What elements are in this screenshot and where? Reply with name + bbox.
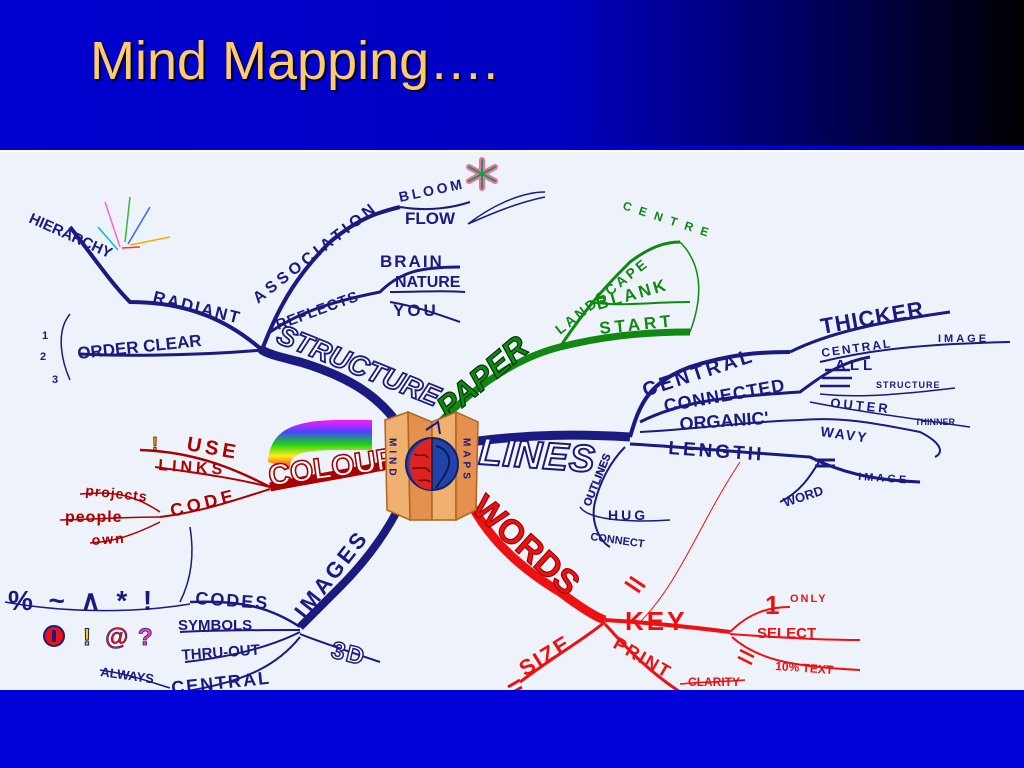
word-size: SIZE bbox=[514, 630, 576, 681]
word-you: YOU bbox=[393, 301, 439, 320]
lines-label: LINES bbox=[477, 431, 597, 481]
word-one: 1 bbox=[765, 590, 779, 620]
word-select: SELECT bbox=[757, 625, 816, 642]
info-circle-icon bbox=[43, 625, 65, 647]
word-code: CODE bbox=[168, 485, 239, 521]
word-central-images: CENTRAL bbox=[170, 668, 272, 692]
word-links: LINKS bbox=[158, 457, 227, 479]
word-wavy: WAVY bbox=[820, 423, 870, 446]
word-symbols: SYMBOLS bbox=[178, 617, 252, 634]
word-nature: NATURE bbox=[395, 274, 461, 291]
word-print: PRINT bbox=[610, 633, 675, 682]
number-two: 2 bbox=[40, 351, 46, 363]
central-image: MIND MAPS bbox=[384, 410, 479, 522]
slide-title: Mind Mapping…. bbox=[90, 31, 499, 91]
word-3d: 3D bbox=[329, 637, 369, 672]
number-one: 1 bbox=[42, 330, 48, 342]
word-centre: CENTRE bbox=[621, 199, 718, 242]
images-label: IMAGES bbox=[289, 525, 373, 623]
slide-footer bbox=[0, 690, 1024, 768]
words-label: WORDS bbox=[465, 488, 587, 603]
symbol-string: % ~ ∧ * ! bbox=[8, 585, 152, 616]
word-organic: ORGANIC' bbox=[679, 408, 769, 434]
word-own: own bbox=[91, 530, 126, 548]
word-always: ALWAYS bbox=[100, 664, 156, 686]
word-flow: FLOW bbox=[405, 209, 456, 228]
word-length: LENGTH bbox=[668, 438, 765, 466]
asterisk-icon bbox=[466, 157, 498, 191]
word-projects: projects bbox=[85, 482, 149, 504]
word-order-clear: ORDER CLEAR bbox=[76, 331, 202, 363]
word-outer: OUTER bbox=[830, 395, 892, 416]
slide-header: Mind Mapping…. bbox=[0, 0, 1024, 146]
word-thicker: THICKER bbox=[819, 296, 927, 339]
number-three: 3 bbox=[52, 374, 58, 386]
symbol-at: @ bbox=[105, 624, 128, 651]
word-image: IMAGE bbox=[938, 333, 989, 345]
word-structure-small: STRUCTURE bbox=[876, 380, 941, 390]
word-use-exclamation: ! bbox=[152, 434, 158, 454]
center-right-text: MAPS bbox=[461, 438, 472, 483]
symbol-question: ? bbox=[138, 624, 153, 651]
lines-branch: LINES CENTRAL CONNECTED ORGANIC' LENGTH … bbox=[469, 296, 1011, 551]
word-word: WORD bbox=[781, 483, 825, 510]
brain-globe-icon bbox=[405, 437, 459, 491]
word-key: KEY bbox=[625, 606, 687, 636]
word-radiant: RADIANT bbox=[151, 287, 243, 327]
word-thinner: THINNER bbox=[915, 417, 955, 427]
word-codes: CODES bbox=[195, 588, 270, 613]
mind-map-panel: STRUCTURE HIERARCHY RADIANT ASSOCIATION … bbox=[0, 150, 1024, 692]
word-thru-out: THRU-OUT bbox=[181, 642, 260, 664]
word-people: people bbox=[65, 509, 123, 526]
word-brain: BRAIN bbox=[380, 252, 444, 271]
word-connect: CONNECT bbox=[590, 531, 646, 550]
word-hug: HUG bbox=[608, 507, 648, 523]
word-ten-percent-text: 10% TEXT bbox=[775, 659, 835, 677]
word-all: ALL bbox=[835, 357, 876, 374]
tree-sketch bbox=[97, 196, 171, 251]
word-image-small: IMAGE bbox=[858, 471, 910, 487]
paper-label: PAPER bbox=[429, 328, 535, 425]
word-association: ASSOCIATION bbox=[250, 199, 382, 307]
word-bloom: BLOOM bbox=[397, 175, 466, 205]
word-clarity: CLARITY bbox=[688, 675, 740, 689]
word-hierarchy: HIERARCHY bbox=[26, 210, 114, 262]
word-only: ONLY bbox=[790, 593, 828, 605]
mind-map-diagram: STRUCTURE HIERARCHY RADIANT ASSOCIATION … bbox=[4, 157, 1011, 692]
center-left-text: MIND bbox=[387, 438, 398, 480]
symbol-exclamation: ! bbox=[83, 624, 91, 651]
colour-branch: COLOUR ! USE LINKS CODE projects people … bbox=[59, 420, 402, 548]
rainbow-swatch bbox=[268, 420, 372, 468]
